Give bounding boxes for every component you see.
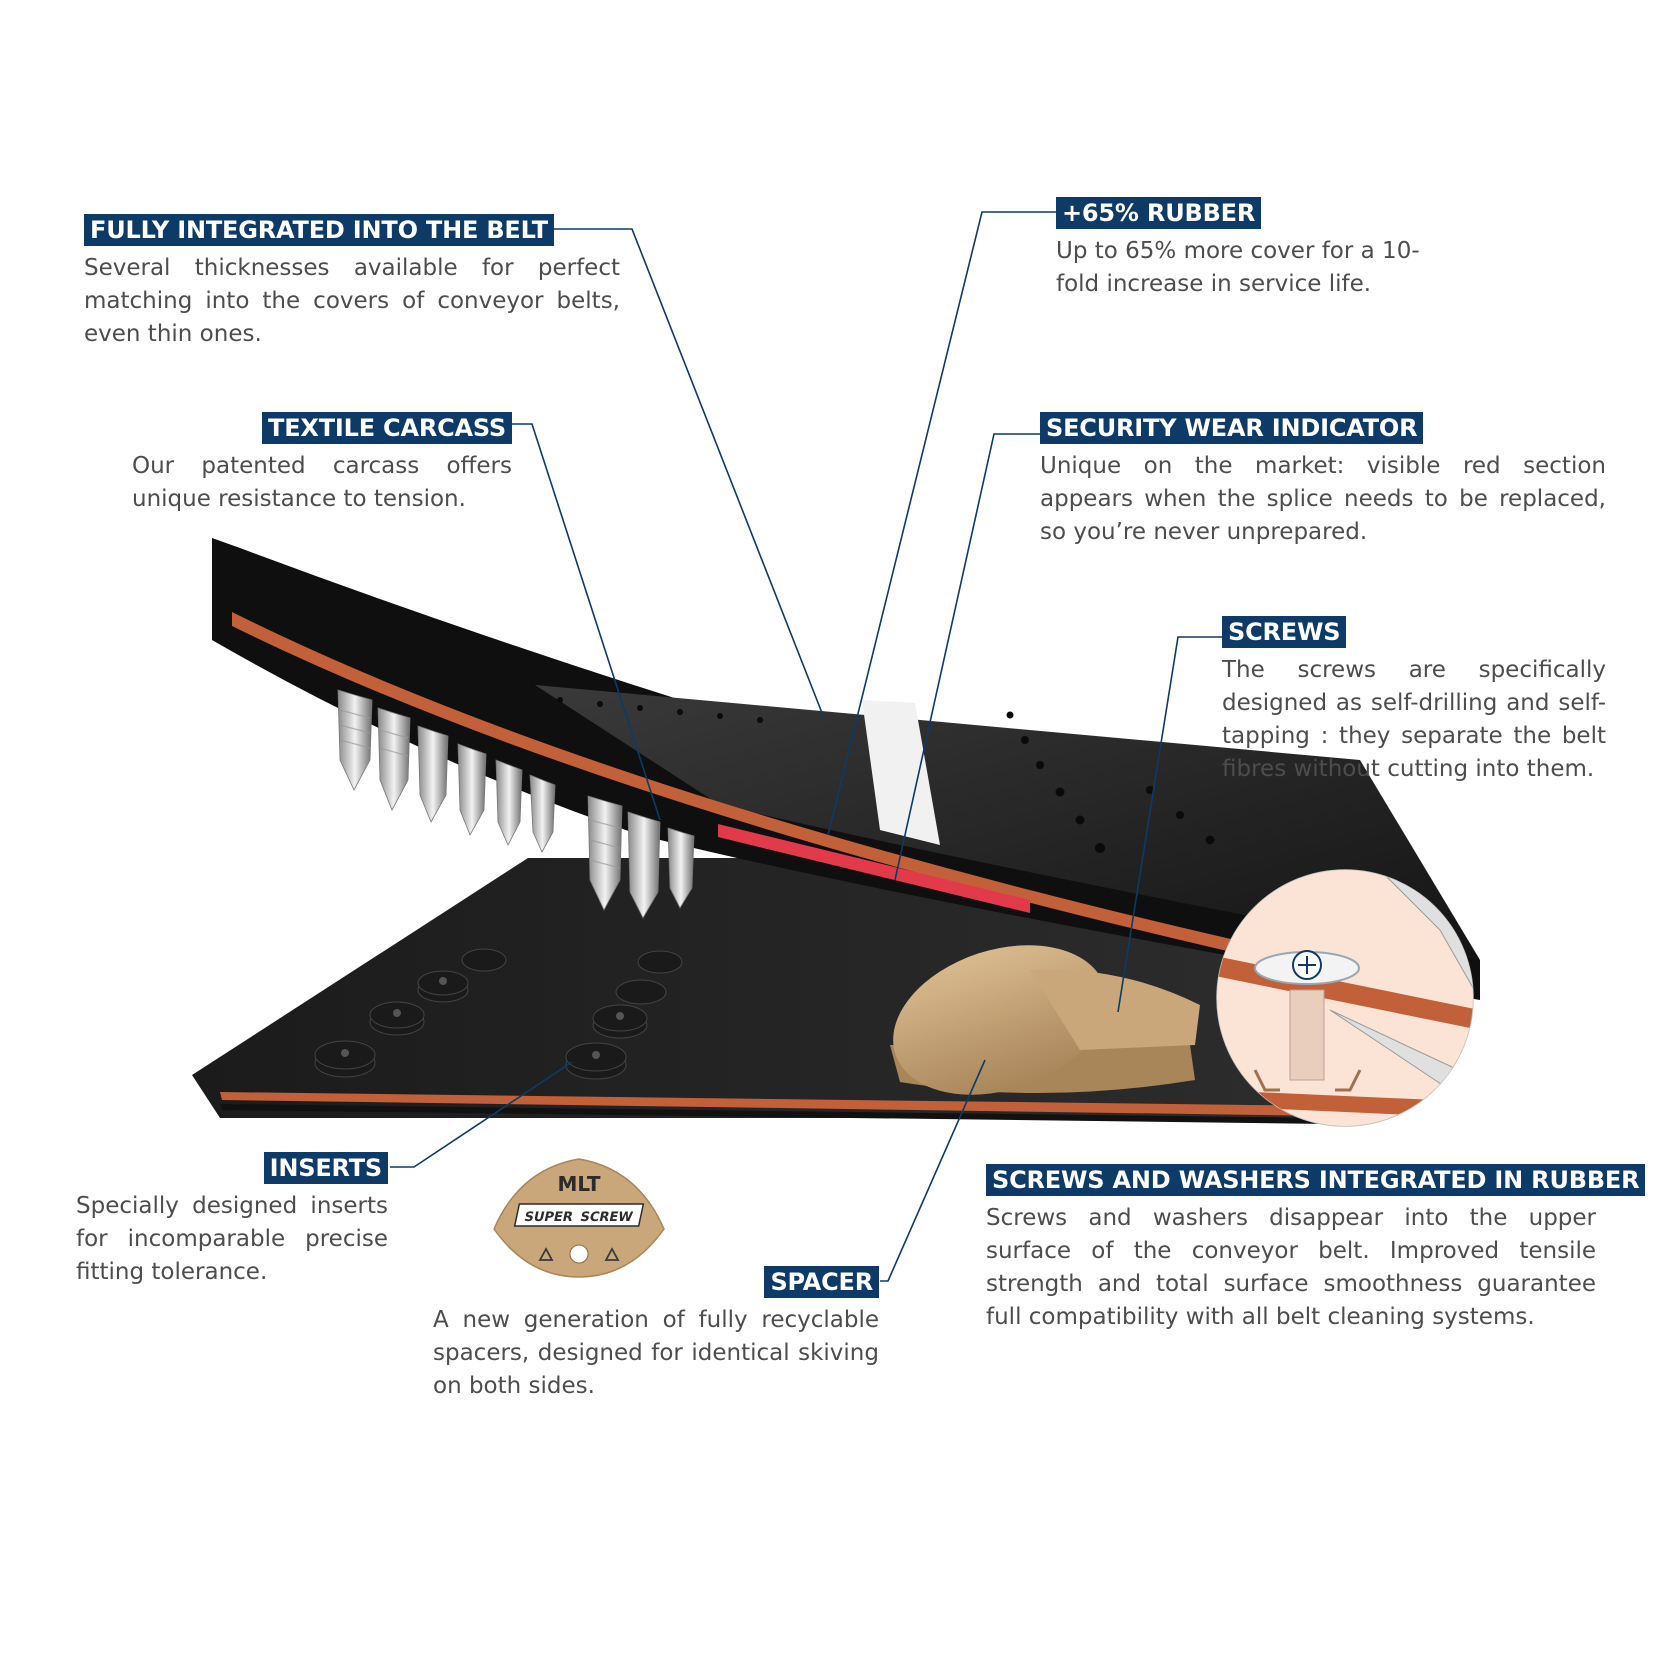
- leader-rubber: [827, 211, 1056, 836]
- recycle-icon: [538, 1247, 620, 1261]
- tag-spacer: SPACER: [764, 1266, 879, 1298]
- desc-inserts: Specially designed inserts for incompara…: [76, 1193, 388, 1285]
- logo-brand-text: MLT: [558, 1172, 601, 1196]
- leader-wear-indicator: [894, 433, 1040, 881]
- red-wear-indicator: [718, 824, 1030, 913]
- tag-rubber: +65% RUBBER: [1056, 197, 1262, 229]
- callout-wear-indicator: SECURITY WEAR INDICATOR Unique on the ma…: [1040, 412, 1606, 549]
- callout-fully-integrated: FULLY INTEGRATED INTO THE BELT Several t…: [84, 214, 620, 351]
- tag-inserts: INSERTS: [263, 1152, 388, 1184]
- logo-product-right-text: SCREW: [579, 1210, 635, 1225]
- desc-screws: The screws are specifically designed as …: [1222, 657, 1606, 782]
- leader-textile-carcass: [512, 423, 661, 821]
- desc-screws-washers: Screws and washers disappear into the up…: [986, 1205, 1596, 1330]
- cork-spacer: [890, 945, 1200, 1095]
- leader-inserts: [390, 1061, 573, 1168]
- leader-screws: [1117, 636, 1222, 1013]
- callout-textile-carcass: TEXTILE CARCASS Our patented carcass off…: [132, 412, 512, 516]
- logo-product-left-text: SUPER: [523, 1210, 574, 1225]
- callout-inserts: INSERTS Specially designed inserts for i…: [76, 1152, 388, 1289]
- desc-textile-carcass: Our patented carcass offers unique resis…: [132, 453, 512, 512]
- desc-wear-indicator: Unique on the market: visible red sectio…: [1040, 453, 1606, 545]
- badge-center-hole: [569, 1244, 589, 1264]
- screw-threads: [339, 709, 621, 869]
- mlt-superscrew-badge: MLT SUPER SCREW: [493, 1158, 665, 1278]
- desc-rubber: Up to 65% more cover for a 10-fold incre…: [1056, 238, 1420, 297]
- callout-rubber: +65% RUBBER Up to 65% more cover for a 1…: [1056, 197, 1426, 301]
- lower-carcass-layer: [220, 1092, 1330, 1116]
- tag-textile-carcass: TEXTILE CARCASS: [262, 412, 512, 444]
- leader-spacer: [880, 1059, 986, 1282]
- desc-spacer: A new generation of fully recyclable spa…: [433, 1307, 879, 1399]
- callout-spacer: SPACER A new generation of fully recycla…: [433, 1266, 879, 1403]
- tag-screws-washers: SCREWS AND WASHERS INTEGRATED IN RUBBER: [986, 1164, 1646, 1196]
- desc-fully-integrated: Several thicknesses available for perfec…: [84, 255, 620, 347]
- tag-screws: SCREWS: [1222, 616, 1347, 648]
- leader-lines: [390, 211, 1222, 1282]
- tag-wear-indicator: SECURITY WEAR INDICATOR: [1040, 412, 1424, 444]
- tag-fully-integrated: FULLY INTEGRATED INTO THE BELT: [84, 214, 554, 246]
- callout-screws: SCREWS The screws are specifically desig…: [1222, 616, 1606, 786]
- callout-screws-washers: SCREWS AND WASHERS INTEGRATED IN RUBBER …: [986, 1164, 1646, 1334]
